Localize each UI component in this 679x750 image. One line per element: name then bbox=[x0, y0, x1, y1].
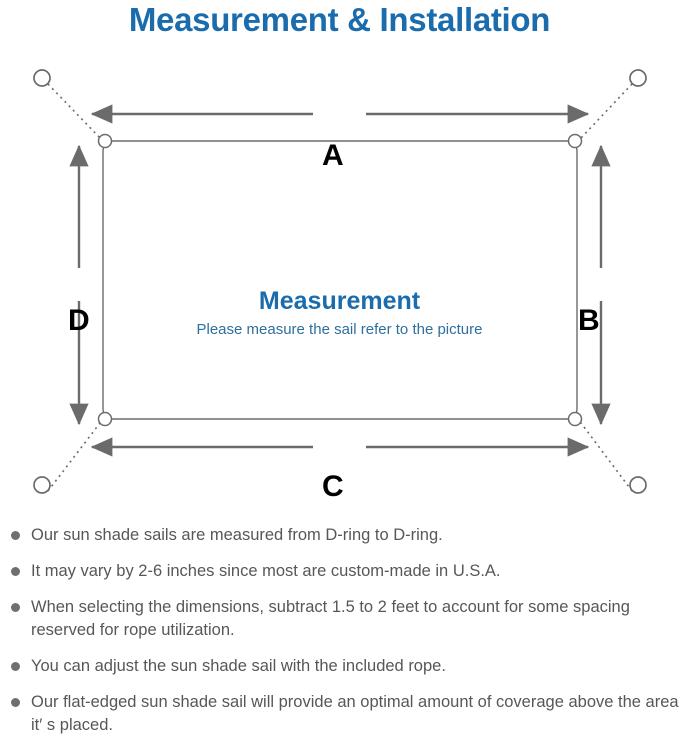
anchor-point-top-right bbox=[629, 69, 647, 87]
dimension-label-c: C bbox=[322, 470, 344, 503]
list-item-text: You can adjust the sun shade sail with t… bbox=[31, 657, 446, 675]
list-item-text: When selecting the dimensions, subtract … bbox=[31, 598, 630, 639]
measurement-diagram: Measurement Please measure the sail refe… bbox=[0, 44, 679, 522]
list-item: Our sun shade sails are measured from D-… bbox=[0, 524, 679, 547]
dimension-label-a: A bbox=[322, 139, 344, 172]
list-item-text: It may vary by 2-6 inches since most are… bbox=[31, 562, 501, 580]
sail-shape bbox=[102, 140, 578, 420]
dimension-label-b: B bbox=[578, 304, 600, 337]
bullet-icon bbox=[11, 531, 20, 540]
rope-line-top-right bbox=[580, 83, 633, 139]
dimension-label-d: D bbox=[68, 304, 90, 337]
rope-line-bottom-right bbox=[580, 422, 633, 492]
page-title: Measurement & Installation bbox=[128, 1, 551, 38]
list-item: When selecting the dimensions, subtract … bbox=[0, 596, 679, 642]
bullet-icon bbox=[11, 698, 20, 707]
d-ring-bottom-right-icon bbox=[567, 411, 583, 427]
d-ring-top-left-icon bbox=[97, 133, 113, 149]
anchor-point-bottom-left bbox=[33, 476, 51, 494]
d-ring-bottom-left-icon bbox=[97, 411, 113, 427]
bullet-icon bbox=[11, 567, 20, 576]
anchor-point-bottom-right bbox=[629, 476, 647, 494]
sail-heading: Measurement bbox=[258, 287, 421, 315]
anchor-point-top-left bbox=[33, 69, 51, 87]
bullet-icon bbox=[11, 603, 20, 612]
list-item-text: Our sun shade sails are measured from D-… bbox=[31, 526, 443, 544]
sail-subheading: Please measure the sail refer to the pic… bbox=[196, 321, 483, 338]
notes-list: Our sun shade sails are measured from D-… bbox=[0, 524, 679, 750]
list-item: It may vary by 2-6 inches since most are… bbox=[0, 560, 679, 583]
list-item: You can adjust the sun shade sail with t… bbox=[0, 655, 679, 678]
list-item-text: Our flat-edged sun shade sail will provi… bbox=[31, 693, 679, 734]
bullet-icon bbox=[11, 662, 20, 671]
list-item: Our flat-edged sun shade sail will provi… bbox=[0, 691, 679, 737]
d-ring-top-right-icon bbox=[567, 133, 583, 149]
rope-line-bottom-left bbox=[47, 422, 101, 492]
diagram-svg bbox=[33, 69, 647, 494]
rope-line-top-left bbox=[47, 83, 101, 139]
